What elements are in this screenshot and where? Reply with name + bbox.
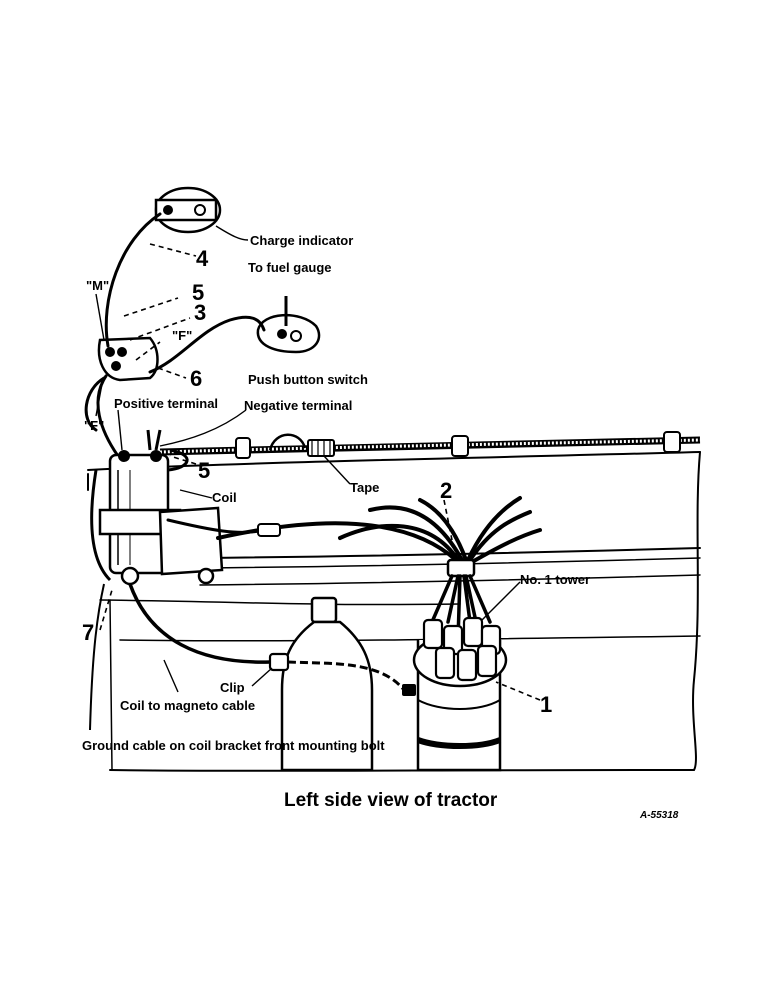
callout-number-5-upper: 5 <box>192 280 204 305</box>
wiring-harness <box>159 431 701 459</box>
generator-regulator <box>97 336 159 382</box>
callout-number-6: 6 <box>190 366 202 391</box>
label-push-button-switch: Push button switch <box>248 372 368 387</box>
callout-number-5-lower: 5 <box>198 458 210 483</box>
instrument-wires <box>84 212 266 458</box>
callout-number-1: 1 <box>540 692 552 717</box>
label-coil-to-magneto-cable: Coil to magneto cable <box>120 698 255 713</box>
ground-cable <box>89 583 105 731</box>
figure-code: A-55318 <box>639 810 679 821</box>
charge-indicator-gauge <box>154 186 222 234</box>
label-coil: Coil <box>212 490 237 505</box>
tractor-body <box>87 451 701 772</box>
label-ground-cable: Ground cable on coil bracket front mount… <box>82 738 385 753</box>
ignition-coil <box>90 429 224 586</box>
label-tape: Tape <box>350 480 379 495</box>
push-button-switch <box>256 296 321 354</box>
label-f-terminal-upper: "F" <box>172 328 192 343</box>
fuel-filter-bottle <box>280 596 374 772</box>
label-to-fuel-gauge: To fuel gauge <box>248 260 332 275</box>
label-charge-indicator: Charge indicator <box>250 233 353 248</box>
label-clip: Clip <box>220 680 245 695</box>
leader-lines <box>95 225 541 701</box>
callout-labels: Charge indicator To fuel gauge "M" "F" P… <box>82 233 590 753</box>
distributor-towers <box>422 616 502 682</box>
callout-number-3: 3 <box>194 300 206 325</box>
label-positive-terminal: Positive terminal <box>114 396 218 411</box>
callout-number-4: 4 <box>196 246 209 271</box>
callout-number-7: 7 <box>82 620 94 645</box>
label-no1-tower: No. 1 tower <box>520 572 590 587</box>
label-m-terminal: "M" <box>86 278 109 293</box>
callout-number-2: 2 <box>440 478 452 503</box>
coil-to-magneto-cable <box>128 583 406 691</box>
label-f-terminal-lower: "F" <box>84 418 104 433</box>
label-negative-terminal: Negative terminal <box>244 398 352 413</box>
callout-numbers: 1 2 3 4 5 5 6 7 <box>82 246 552 717</box>
spark-plug-wires <box>166 496 542 642</box>
magneto-distributor <box>402 616 508 772</box>
figure-caption: Left side view of tractor <box>284 790 498 811</box>
